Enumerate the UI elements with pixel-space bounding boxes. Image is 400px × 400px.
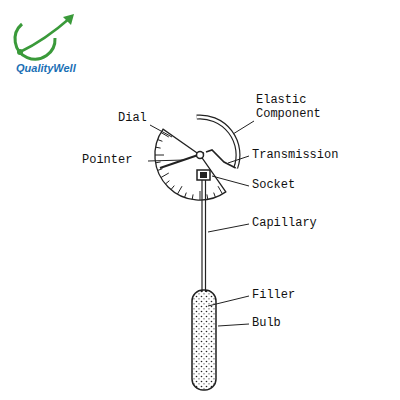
capillary-tube (201, 180, 202, 292)
dial-tick (156, 161, 161, 163)
elastic-tube (197, 117, 238, 168)
dial-tick (185, 193, 187, 198)
dial-tick (218, 186, 223, 194)
part-label: Capillary (252, 217, 317, 231)
part-label: Pointer (82, 154, 132, 168)
dial-tick (155, 155, 164, 156)
dial-tick (158, 169, 163, 171)
part-label: Bulb (252, 317, 281, 331)
pointer-pivot (197, 152, 204, 159)
part-label: Elastic Component (256, 94, 336, 122)
dial-face (155, 129, 226, 200)
leader-lines (148, 121, 254, 326)
dial-tick (200, 191, 201, 200)
dial-tick (158, 140, 163, 142)
capillary-tube (205, 180, 206, 292)
dial-tick (178, 186, 183, 194)
transmission-link (206, 150, 236, 168)
logo-mark (15, 14, 74, 59)
brand-logo-text: QualityWell (16, 62, 76, 75)
dial-tick (192, 194, 194, 199)
part-label: Socket (252, 179, 295, 193)
dial-tick (166, 181, 170, 184)
elastic-tube-bore (197, 117, 238, 168)
socket (197, 170, 210, 180)
dial-tick (171, 186, 174, 190)
dial-tick (206, 194, 208, 199)
dial-tick (161, 173, 169, 178)
part-label: Transmission (252, 149, 338, 163)
dial-tick (156, 147, 161, 149)
socket-fill (200, 172, 207, 178)
part-label: Filler (252, 289, 295, 303)
dial-ticks (155, 133, 223, 201)
part-label: Dial (118, 112, 147, 126)
dial-tick (214, 193, 216, 198)
